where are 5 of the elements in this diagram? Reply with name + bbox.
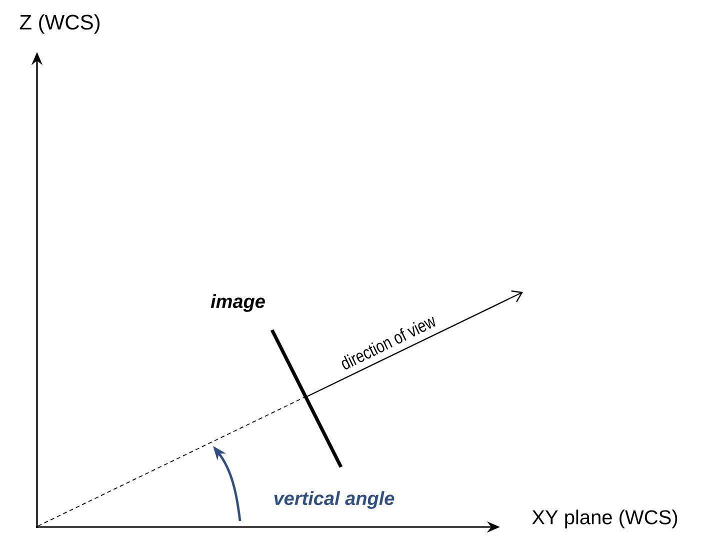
direction-label: direction of view [342,316,436,370]
image-label: image [210,294,265,312]
angle-label: vertical angle [274,491,394,509]
axis-label: Z (WCS) [20,14,100,34]
axis-label: XY plane (WCS) [532,510,678,528]
